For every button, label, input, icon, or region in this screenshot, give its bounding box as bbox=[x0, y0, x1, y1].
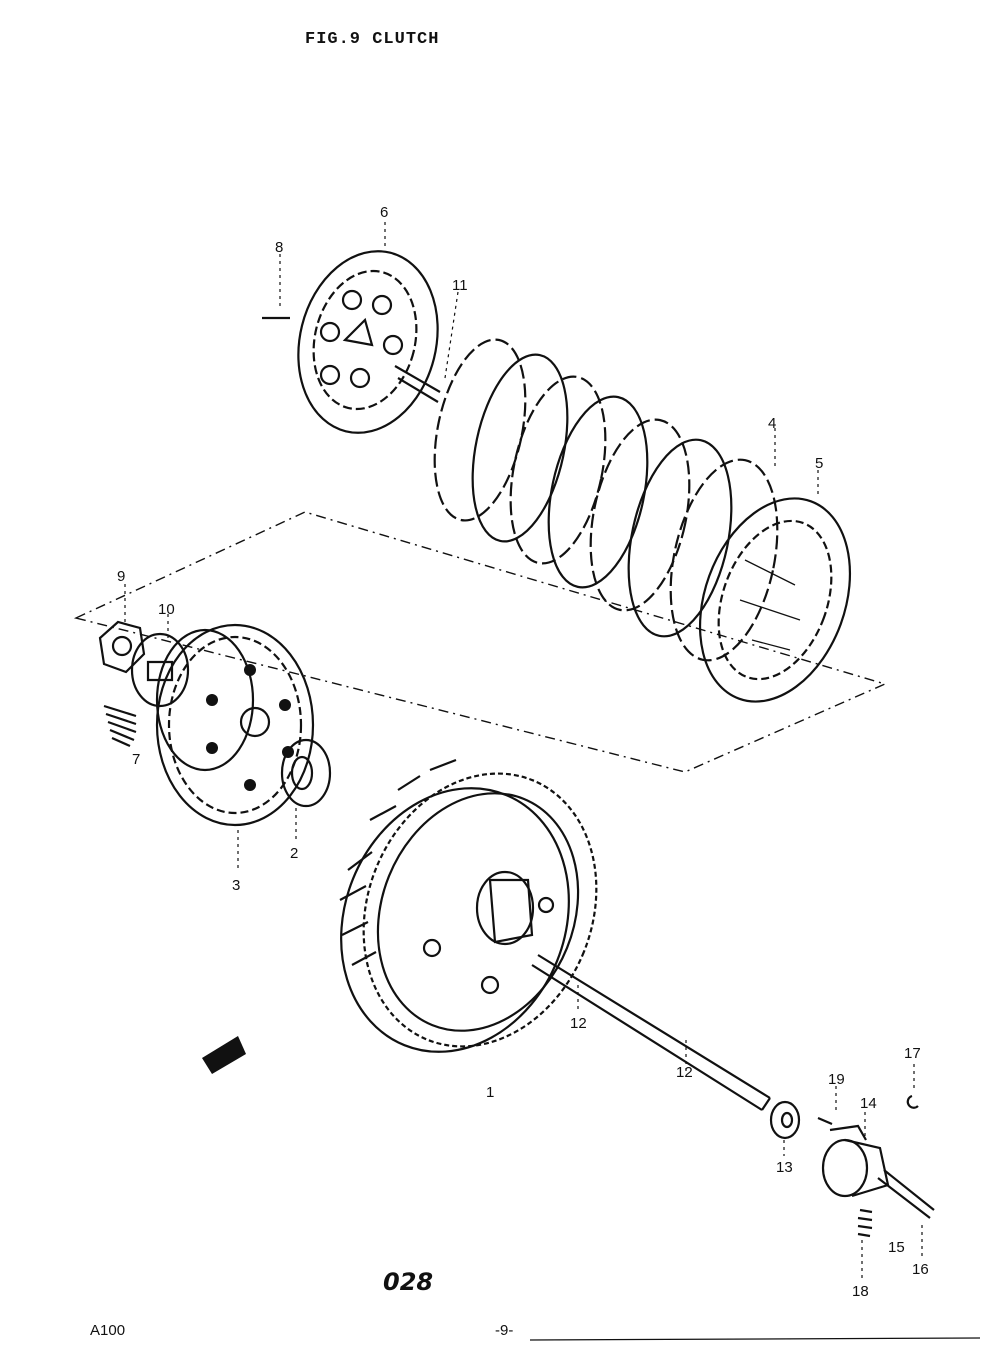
callout-1: 1 bbox=[486, 1084, 494, 1101]
figure-title: FIG.9 CLUTCH bbox=[305, 30, 440, 49]
front-arrow-icon bbox=[202, 1036, 246, 1074]
model-label: A100 bbox=[90, 1322, 126, 1339]
callout-12a: 12 bbox=[570, 1015, 587, 1032]
callout-13: 13 bbox=[776, 1159, 793, 1176]
callout-15: 15 bbox=[888, 1239, 905, 1256]
clutch-plate-stack bbox=[433, 338, 852, 703]
callout-2: 2 bbox=[290, 845, 298, 862]
callout-17: 17 bbox=[904, 1045, 921, 1062]
assembly-boundary bbox=[73, 511, 888, 773]
callout-18: 18 bbox=[852, 1283, 869, 1300]
clutch-housing-part-1 bbox=[339, 758, 598, 1053]
callout-19: 19 bbox=[828, 1071, 845, 1088]
spring-part-18 bbox=[857, 1208, 873, 1238]
callout-6: 6 bbox=[380, 204, 388, 221]
callout-12b: 12 bbox=[676, 1064, 693, 1081]
spring-part-7 bbox=[103, 704, 137, 748]
callout-16: 16 bbox=[912, 1261, 929, 1278]
push-rod-part-12 bbox=[531, 954, 771, 1111]
page-number: -9- bbox=[495, 1322, 514, 1339]
clip-part-17 bbox=[906, 1094, 919, 1109]
callout-14: 14 bbox=[860, 1095, 877, 1112]
callout-10: 10 bbox=[158, 601, 175, 618]
release-housing-part-14 bbox=[821, 1124, 890, 1198]
leader-lines bbox=[124, 222, 923, 1280]
bottom-rule bbox=[529, 1337, 981, 1341]
screw-part-19 bbox=[817, 1116, 833, 1126]
gear-part-3 bbox=[155, 623, 315, 827]
nut-part-9 bbox=[98, 620, 146, 674]
pressure-plate-part-6 bbox=[297, 250, 441, 434]
callout-8: 8 bbox=[275, 239, 283, 256]
callout-7: 7 bbox=[132, 751, 140, 768]
callout-5: 5 bbox=[815, 455, 823, 472]
diagram-code: 028 bbox=[383, 1268, 434, 1296]
callout-9: 9 bbox=[117, 568, 125, 585]
callout-4: 4 bbox=[768, 415, 776, 432]
callout-3: 3 bbox=[232, 877, 240, 894]
lockwasher-part-10 bbox=[130, 632, 190, 708]
washer-part-13 bbox=[769, 1100, 801, 1140]
screw-part-16 bbox=[877, 1169, 935, 1219]
callout-11: 11 bbox=[452, 277, 468, 294]
washer-part-2 bbox=[280, 738, 332, 808]
